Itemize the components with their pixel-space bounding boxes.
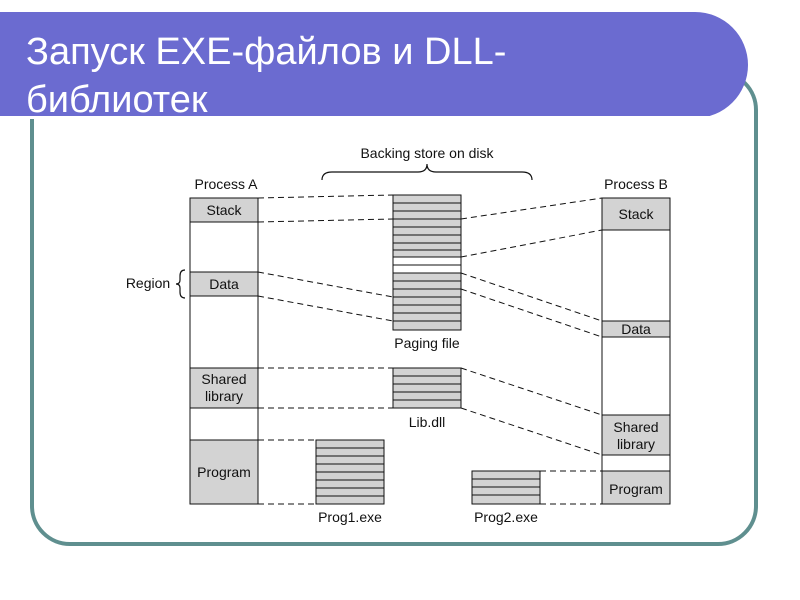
prog1-exe-file [315,439,385,505]
paging-file-label: Paging file [394,335,460,351]
process-a-stack-label: Stack [206,202,242,218]
process-b-shared-library [601,414,671,456]
region-brace [175,269,186,299]
lib-dll-label: Lib.dll [409,414,446,430]
process-a-stack [189,197,259,223]
process-a-shared-library [189,367,259,409]
process-a-data [189,271,259,297]
process-b-data [601,320,671,338]
prog2-exe-label: Prog2.exe [474,509,538,525]
process-a-label: Process A [194,176,258,192]
title-underline [0,116,712,119]
process-b-stack [601,197,671,231]
process-b-stack-label: Stack [618,206,654,222]
mapping-lines [257,194,603,505]
backing-store-brace [321,163,533,181]
process-b-shared-label-2: library [617,436,655,452]
process-a-shared-label-2: library [205,388,243,404]
process-b-data-label: Data [621,321,651,337]
process-a-program [189,439,259,505]
process-b-shared-label-1: Shared [613,419,658,435]
process-b-program-label: Program [609,481,663,497]
slide-title-line-2: библиотек [26,79,208,121]
region-label: Region [126,275,170,291]
prog1-exe-label: Prog1.exe [318,509,382,525]
backing-store-label: Backing store on disk [360,145,494,161]
process-a-shared-label-1: Shared [201,371,246,387]
process-b-program [601,470,671,505]
prog2-exe-file [471,470,541,505]
slide-title: Запуск EXE-файлов и DLL- библиотек [26,28,626,124]
paging-file [392,194,462,331]
lib-dll-file [392,367,462,409]
process-b-label: Process B [604,176,668,192]
slide-title-line-1: Запуск EXE-файлов и DLL- [26,31,507,73]
process-a-data-label: Data [209,276,239,292]
process-a-program-label: Program [197,464,251,480]
process-b-box [601,197,671,505]
title-bar [0,12,748,119]
